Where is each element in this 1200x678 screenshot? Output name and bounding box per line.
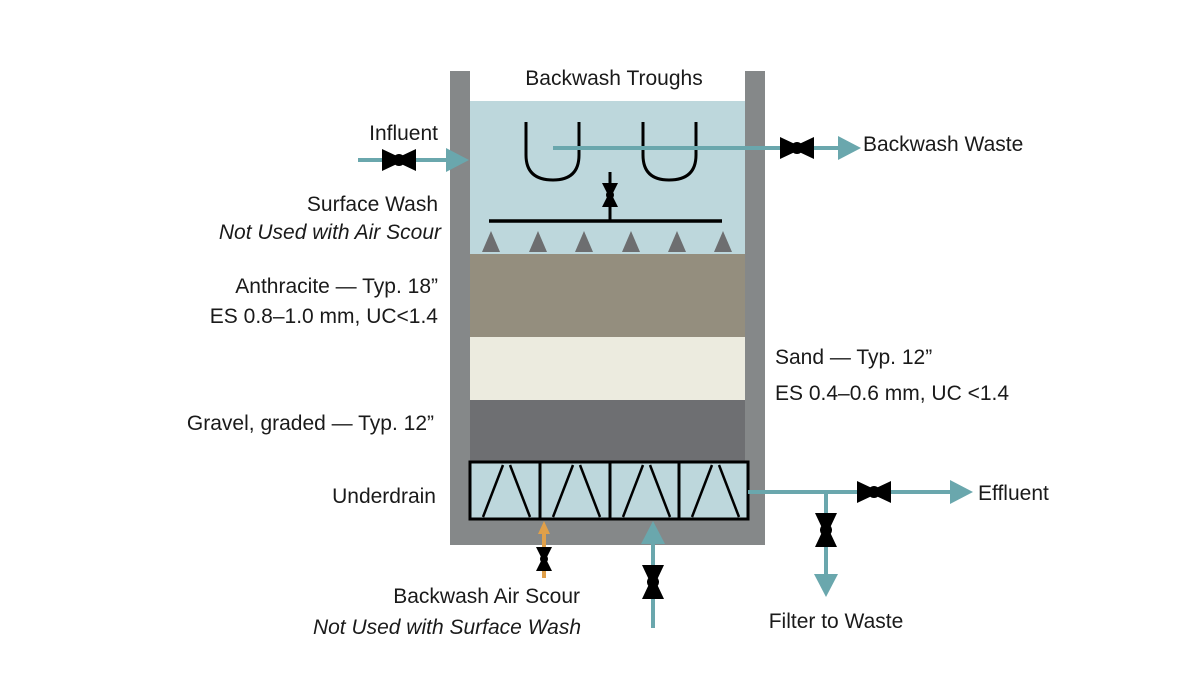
nozzle-icon — [714, 231, 732, 252]
backwash-water-valve[interactable] — [642, 565, 664, 599]
arrowhead-icon — [838, 136, 861, 160]
air-scour-label: Backwash Air Scour — [393, 585, 580, 608]
nozzle-icon — [575, 231, 593, 252]
gravel-layer — [470, 400, 745, 462]
anthracite-spec: ES 0.8–1.0 mm, UC<1.4 — [210, 305, 439, 328]
valves — [382, 137, 891, 599]
air-scour-valve[interactable] — [536, 547, 552, 571]
sand-layer — [470, 337, 745, 400]
trough-icon — [641, 122, 698, 182]
gravel-label: Gravel, graded — Typ. 12” — [187, 412, 434, 435]
surface-wash — [482, 172, 732, 252]
sand-label: Sand — Typ. 12” — [775, 346, 932, 369]
backwash-waste-label: Backwash Waste — [863, 133, 1023, 156]
effluent-label: Effluent — [978, 482, 1049, 505]
trough-icon — [524, 122, 581, 182]
filter-to-waste-label: Filter to Waste — [769, 610, 904, 633]
tank-bottom — [450, 520, 765, 545]
underdrain-laterals — [481, 464, 741, 518]
arrowhead-icon — [446, 148, 469, 172]
filter-tank — [450, 71, 765, 545]
effluent-valve[interactable] — [857, 481, 891, 503]
arrowhead-icon — [814, 574, 838, 597]
nozzle-icon — [482, 231, 500, 252]
anthracite-layer — [470, 254, 745, 337]
surface-wash-note: Not Used with Air Scour — [219, 221, 442, 244]
surface-wash-valve[interactable] — [602, 183, 618, 207]
nozzle-icon — [668, 231, 686, 252]
nozzles — [482, 231, 732, 252]
anthracite-label: Anthracite — Typ. 18” — [235, 275, 438, 298]
air-scour-note: Not Used with Surface Wash — [313, 616, 581, 639]
arrowhead-icon — [538, 521, 550, 534]
arrowhead-icon — [950, 480, 973, 504]
water-layer — [470, 101, 745, 254]
underdrain — [468, 460, 750, 521]
underdrain-label: Underdrain — [332, 485, 436, 508]
tank-left-wall — [450, 71, 470, 545]
sand-spec: ES 0.4–0.6 mm, UC <1.4 — [775, 382, 1009, 405]
influent-label: Influent — [369, 122, 438, 145]
filter-to-waste-valve[interactable] — [815, 513, 837, 547]
arrowheads — [446, 136, 973, 597]
backwash-troughs-label: Backwash Troughs — [525, 67, 702, 90]
backwash-waste-valve[interactable] — [780, 137, 814, 159]
influent-valve[interactable] — [382, 149, 416, 171]
arrowhead-icon — [641, 521, 665, 544]
tank-right-wall — [745, 71, 765, 545]
backwash-troughs — [524, 122, 698, 182]
nozzle-icon — [622, 231, 640, 252]
surface-wash-label: Surface Wash — [307, 193, 438, 216]
labels: Backwash Troughs Influent Backwash Waste… — [187, 67, 1049, 639]
nozzle-icon — [529, 231, 547, 252]
